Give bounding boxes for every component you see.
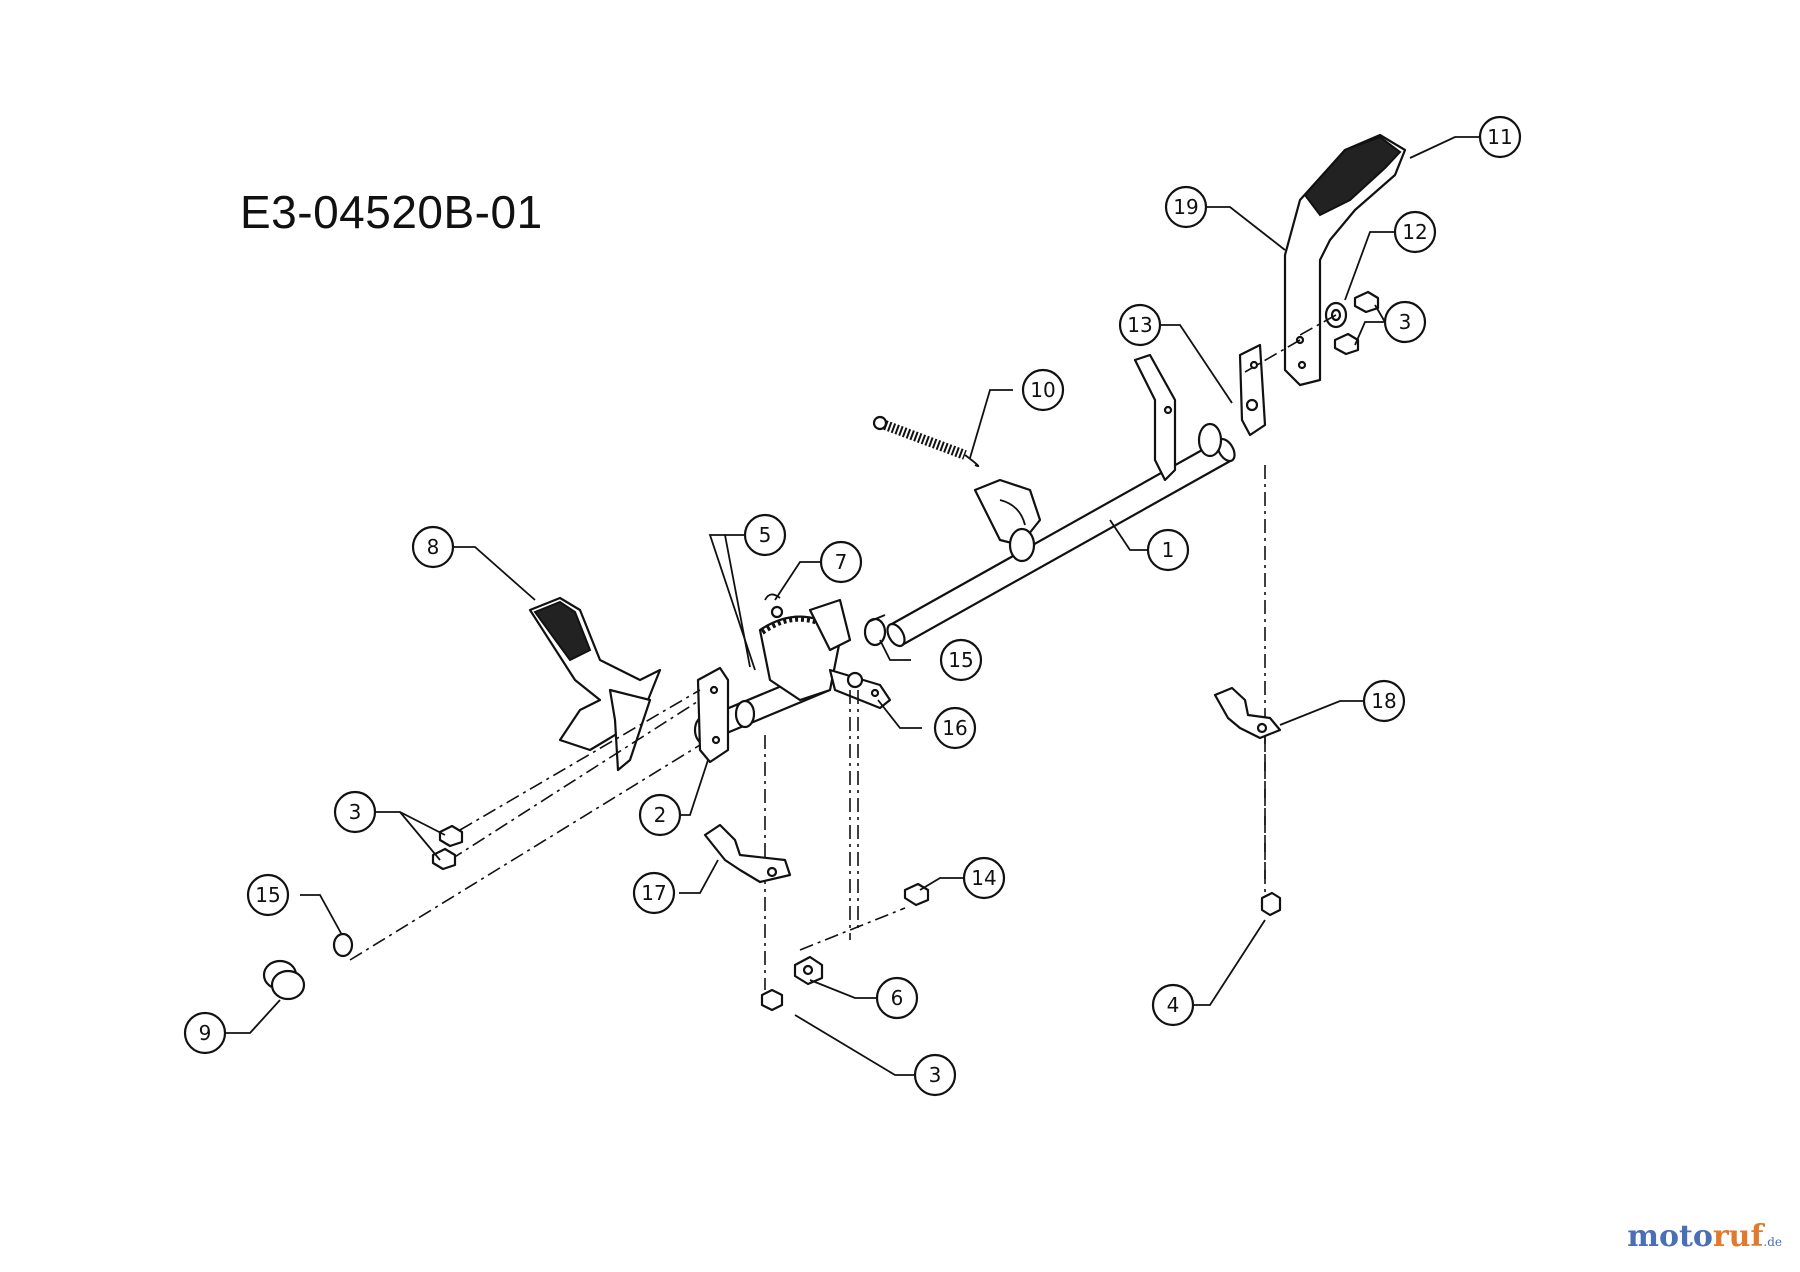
callout-18: 18 [1362,679,1406,723]
callout-3c: 3 [913,1053,957,1097]
callout-label: 19 [1173,195,1198,219]
gear-quadrant [758,598,892,710]
callout-1: 1 [1146,528,1190,572]
callout-label: 4 [1167,993,1180,1017]
callout-8: 8 [411,525,455,569]
brand-logo: motoruf.de [1627,1219,1782,1254]
callout-10: 10 [1021,368,1065,412]
callout-label: 8 [427,535,440,559]
callout-17: 17 [632,871,676,915]
brand-part2: ruf [1712,1219,1764,1254]
brake-pedal-left [528,596,662,772]
leader-lines [225,136,1480,1076]
callout-15b: 15 [939,638,983,682]
callout-19: 19 [1164,185,1208,229]
callout-12: 12 [1393,210,1437,254]
brand-suffix: .de [1763,1235,1782,1249]
tension-spring [872,415,980,468]
callout-label: 3 [929,1063,942,1087]
callout-6: 6 [875,976,919,1020]
callout-15a: 15 [246,873,290,917]
callout-label: 7 [835,550,848,574]
callout-label: 5 [759,523,772,547]
left-bracket-plate [696,666,730,764]
callout-label: 11 [1487,125,1512,149]
callout-16: 16 [933,706,977,750]
clamp-bracket-18 [1213,686,1282,740]
foot-pedal-right [1283,133,1407,387]
callout-11: 11 [1478,115,1522,159]
callout-label: 14 [971,866,996,890]
callout-3a: 3 [333,790,377,834]
callout-label: 9 [199,1021,212,1045]
callout-label: 16 [942,716,967,740]
brand-part1: moto [1627,1219,1713,1254]
callout-label: 15 [255,883,280,907]
assembly-center-lines [349,314,1337,990]
callout-9: 9 [183,1011,227,1055]
callout-13: 13 [1118,303,1162,347]
callout-label: 12 [1402,220,1427,244]
callout-7: 7 [819,540,863,584]
right-bracket [1133,343,1267,482]
callout-label: 1 [1162,538,1175,562]
callout-4: 4 [1151,983,1195,1027]
callout-label: 17 [641,881,666,905]
callout-5: 5 [743,513,787,557]
callout-label: 13 [1127,313,1152,337]
callout-label: 15 [948,648,973,672]
callout-label: 3 [1399,310,1412,334]
small-fasteners [262,593,1282,1012]
callout-label: 6 [891,986,904,1010]
washer-and-bolts-upper [1324,290,1380,356]
diagram-code: E3-04520B-01 [240,186,543,238]
callout-3b: 3 [1383,300,1427,344]
callout-label: 2 [654,803,667,827]
callout-label: 18 [1371,689,1396,713]
callout-label: 3 [349,800,362,824]
callout-14: 14 [962,856,1006,900]
shaft-bushing [863,614,887,647]
center-bracket [973,478,1042,563]
clamp-bracket-17 [703,823,792,884]
callout-label: 10 [1030,378,1055,402]
callout-2: 2 [638,793,682,837]
